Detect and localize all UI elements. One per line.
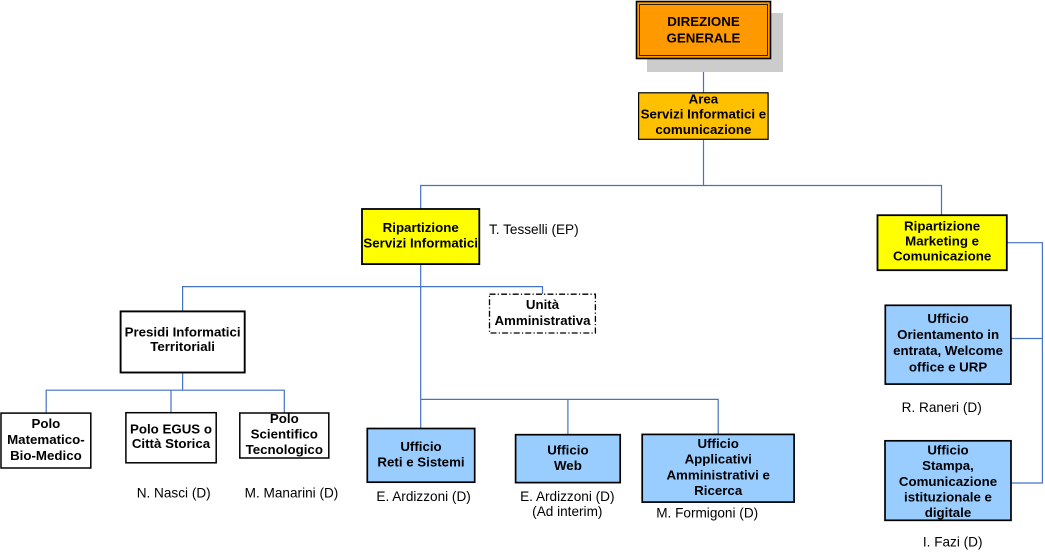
svg-text:Ripartizione: Ripartizione <box>904 219 980 234</box>
svg-text:Polo: Polo <box>31 416 60 431</box>
svg-text:Ufficio: Ufficio <box>927 311 968 326</box>
svg-text:Ufficio: Ufficio <box>547 443 588 458</box>
svg-text:T. Tesselli (EP): T. Tesselli (EP) <box>489 222 579 237</box>
svg-text:comunicazione: comunicazione <box>655 122 751 137</box>
svg-text:Ripartizione: Ripartizione <box>383 220 459 235</box>
svg-text:Applicativi: Applicativi <box>685 452 752 467</box>
svg-text:Amministrativa: Amministrativa <box>494 313 591 328</box>
svg-text:Servizi Informatici e: Servizi Informatici e <box>641 107 767 122</box>
svg-text:Matematico-: Matematico- <box>7 432 85 447</box>
svg-text:Scientifico: Scientifico <box>251 427 318 442</box>
svg-text:Ufficio: Ufficio <box>698 436 739 451</box>
svg-text:Polo: Polo <box>270 411 299 426</box>
svg-text:istituzionale e: istituzionale e <box>904 490 992 505</box>
svg-text:Unità: Unità <box>526 297 560 312</box>
svg-text:Territoriali: Territoriali <box>150 339 215 354</box>
svg-text:Orientamento in: Orientamento in <box>897 327 999 342</box>
svg-text:M. Manarini (D): M. Manarini (D) <box>245 486 339 501</box>
svg-text:Web: Web <box>554 458 582 473</box>
svg-text:E. Ardizzoni (D): E. Ardizzoni (D) <box>376 489 470 504</box>
svg-text:office e URP: office e URP <box>909 359 987 374</box>
svg-text:Ufficio: Ufficio <box>927 443 968 458</box>
svg-text:Amministrativi e: Amministrativi e <box>666 467 769 482</box>
svg-text:I. Fazi (D): I. Fazi (D) <box>923 535 983 550</box>
svg-text:GENERALE: GENERALE <box>667 31 741 46</box>
svg-text:Servizi Informatici: Servizi Informatici <box>363 235 478 250</box>
svg-text:digitale: digitale <box>925 505 972 520</box>
svg-text:DIREZIONE: DIREZIONE <box>667 14 740 29</box>
svg-text:E. Ardizzoni (D): E. Ardizzoni (D) <box>520 489 614 504</box>
svg-text:Ricerca: Ricerca <box>694 483 743 498</box>
svg-text:Polo EGUS o: Polo EGUS o <box>130 421 212 436</box>
svg-text:Presidi Informatici: Presidi Informatici <box>125 325 241 340</box>
svg-text:Reti e Sistemi: Reti e Sistemi <box>377 454 464 469</box>
svg-text:Città Storica: Città Storica <box>132 436 211 451</box>
svg-text:Tecnologico: Tecnologico <box>246 442 323 457</box>
svg-text:Stampa,: Stampa, <box>922 458 974 473</box>
svg-text:entrata, Welcome: entrata, Welcome <box>893 343 1003 358</box>
svg-text:N. Nasci (D): N. Nasci (D) <box>137 486 211 501</box>
svg-text:Bio-Medico: Bio-Medico <box>10 448 82 463</box>
svg-text:Marketing e: Marketing e <box>905 233 979 248</box>
svg-text:Comunicazione: Comunicazione <box>899 474 997 489</box>
svg-text:Comunicazione: Comunicazione <box>893 249 991 264</box>
svg-text:R. Raneri (D): R. Raneri (D) <box>902 400 982 415</box>
svg-text:(Ad interim): (Ad interim) <box>532 504 602 519</box>
svg-text:Area: Area <box>689 91 719 106</box>
svg-text:Ufficio: Ufficio <box>400 439 441 454</box>
svg-text:M. Formigoni (D): M. Formigoni (D) <box>656 506 758 521</box>
